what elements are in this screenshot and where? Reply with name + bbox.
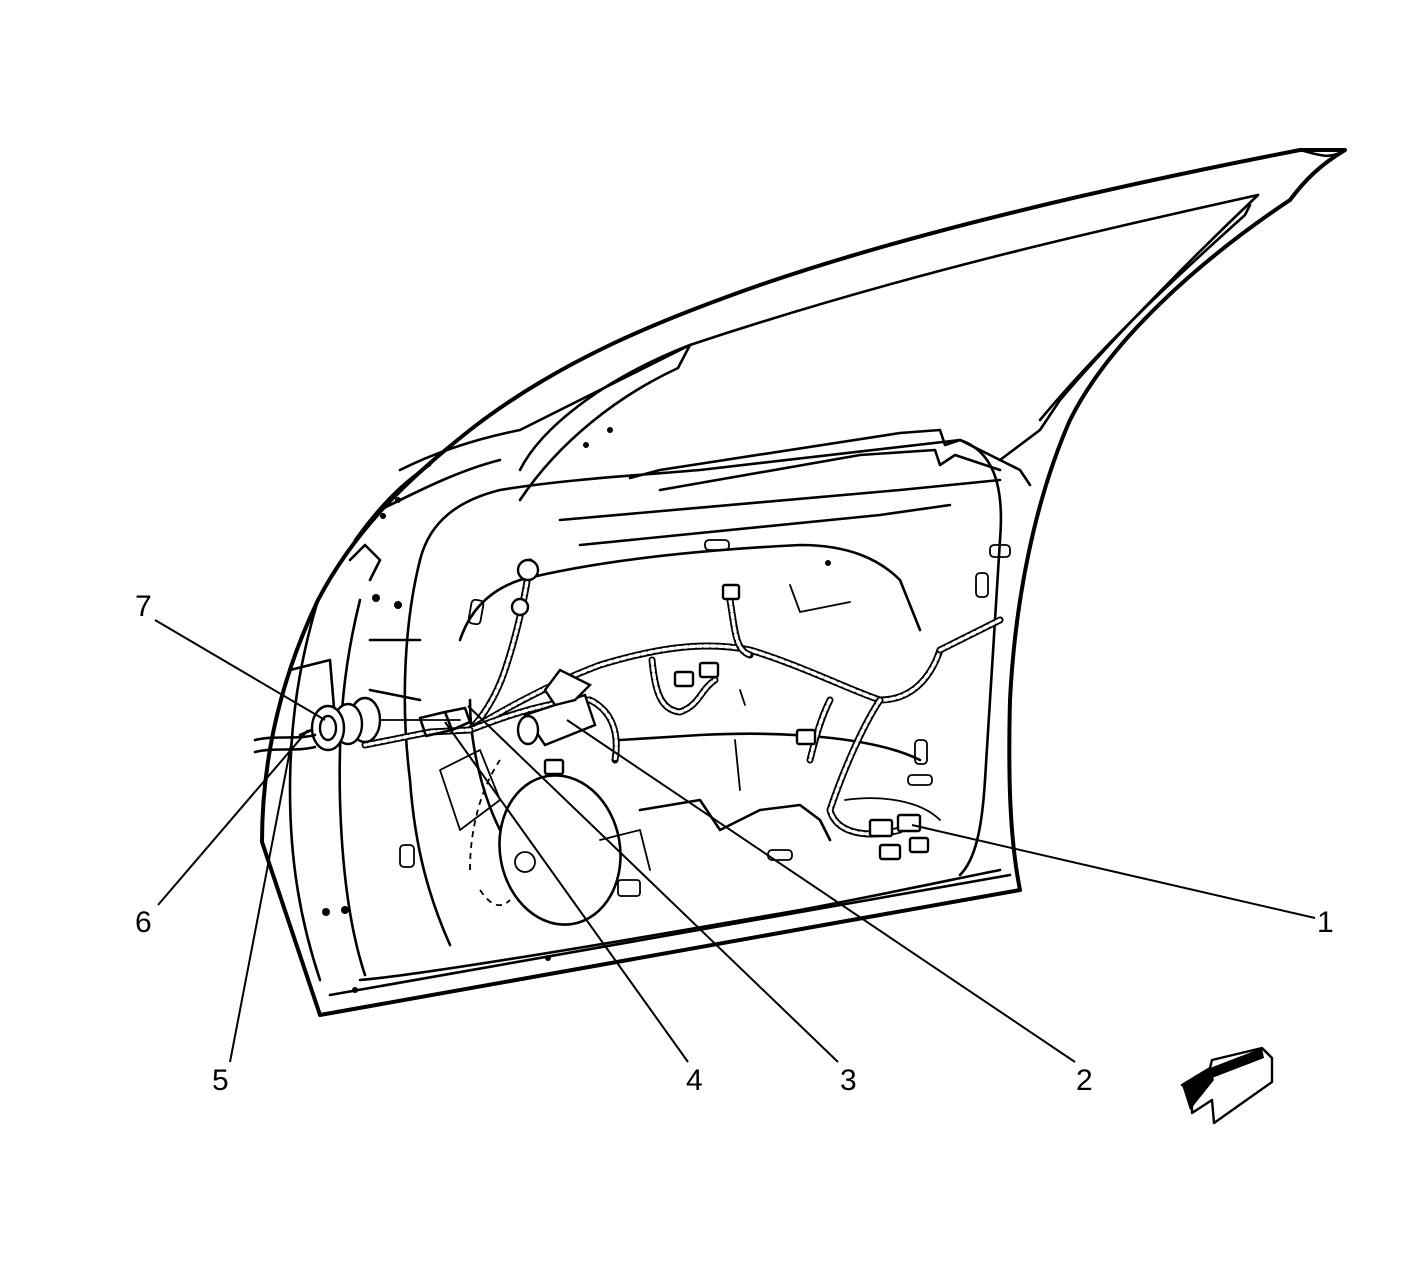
callout-1: 1: [1317, 906, 1334, 939]
window-regulator-motor: [516, 668, 597, 747]
leader-lines: [154, 619, 1316, 1063]
leader-2: [566, 719, 1076, 1063]
callout-labels: 1 2 3 4 5 6 7: [135, 590, 1334, 1097]
leader-7: [154, 619, 326, 721]
leader-1: [911, 824, 1316, 919]
view-direction-arrow-icon: [1180, 1046, 1274, 1125]
leader-4: [444, 721, 689, 1063]
callout-6: 6: [135, 906, 152, 939]
callout-3: 3: [840, 1064, 857, 1097]
leader-6: [157, 729, 309, 906]
components: [253, 558, 941, 861]
latch-connector: [844, 797, 941, 861]
door-wiring-harness: [339, 558, 1004, 838]
inner-panel-details: [439, 543, 922, 926]
callout-5: 5: [212, 1064, 229, 1097]
wiring-grommet: [310, 696, 472, 752]
callout-2: 2: [1076, 1064, 1093, 1097]
callout-7: 7: [135, 590, 152, 623]
callout-4: 4: [686, 1064, 703, 1097]
door-frame: [260, 148, 1347, 1017]
leader-5: [229, 739, 293, 1063]
leader-3: [467, 705, 839, 1063]
